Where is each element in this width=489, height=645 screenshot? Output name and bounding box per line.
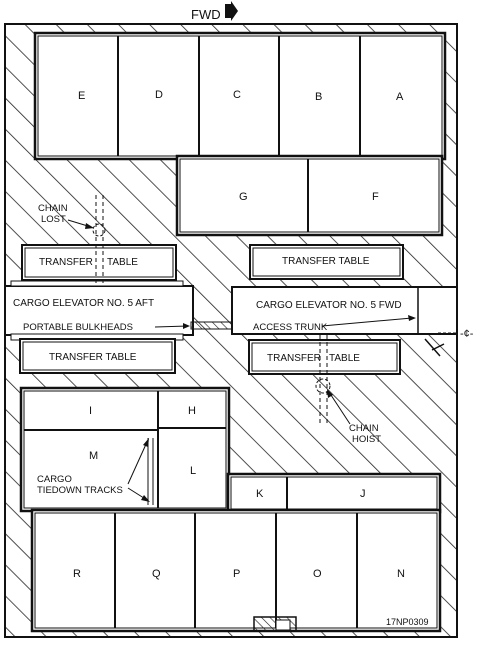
area-label-n: N [397, 568, 405, 580]
second-stowage-block: G F [175, 154, 444, 237]
area-label-c: C [233, 89, 241, 101]
cargo-tiedown-tracks: CARGO TIEDOWN TRACKS [37, 438, 154, 505]
cargo-elevator-fwd: CARGO ELEVATOR NO. 5 FWD ACCESS TRUNK [231, 286, 458, 335]
lower-left-stowage-block: I H M L [19, 386, 231, 513]
lower-right-stowage-block: K J [226, 472, 442, 514]
transfer-table-lower-left-label: TRANSFER TABLE [49, 352, 137, 363]
cargo-elevator-fwd-label: CARGO ELEVATOR NO. 5 FWD [256, 300, 402, 311]
transfer-table-upper-right: TRANSFER TABLE [249, 244, 404, 280]
fwd-arrow-icon [225, 1, 238, 21]
figure-id: 17NP0309 [386, 617, 429, 627]
area-label-q: Q [152, 568, 161, 580]
hatch-access-symbol [253, 616, 297, 632]
access-trunk-label: ACCESS TRUNK [253, 322, 328, 333]
bottom-stowage-block: R Q P O N [30, 508, 442, 633]
area-label-j: J [360, 488, 366, 500]
transfer-table-lower-right-word2: TABLE [329, 353, 360, 364]
transfer-table-upper-left: TRANSFER TABLE [21, 244, 177, 281]
top-stowage-block: E D C B A [33, 31, 447, 161]
area-label-d: D [155, 89, 163, 101]
area-label-h: H [188, 405, 196, 417]
transfer-table-lower-right: TRANSFER TABLE [248, 339, 401, 375]
area-label-p: P [233, 568, 240, 580]
centerline-marker: -¢- [424, 328, 474, 357]
transfer-table-upper-left-word1: TRANSFER [39, 257, 93, 268]
transfer-table-lower-right-word1: TRANSFER [267, 353, 321, 364]
area-label-b: B [315, 91, 322, 103]
chain-lost-label-line1: CHAIN [38, 203, 68, 214]
transfer-table-upper-right-label: TRANSFER TABLE [282, 256, 370, 267]
chain-hoist-label-line2: HOIST [352, 434, 381, 445]
area-label-g: G [239, 191, 248, 203]
area-label-e: E [78, 90, 85, 102]
area-label-o: O [313, 568, 322, 580]
area-label-f: F [372, 191, 379, 203]
chain-hoist-label-line1: CHAIN [349, 423, 379, 434]
cargo-tiedown-tracks-line2: TIEDOWN TRACKS [37, 485, 123, 496]
chain-hoist-post: CHAIN HOIST [315, 335, 381, 445]
area-label-k: K [256, 488, 264, 500]
cargo-elevator-aft-label: CARGO ELEVATOR NO. 5 AFT [13, 298, 154, 309]
transfer-table-upper-left-word2: TABLE [107, 257, 138, 268]
area-label-r: R [73, 568, 81, 580]
transfer-table-lower-left: TRANSFER TABLE [19, 338, 176, 374]
area-label-m: M [89, 450, 98, 462]
centerline-symbol: -¢- [460, 328, 474, 340]
area-label-l: L [190, 465, 196, 477]
area-label-i: I [89, 405, 92, 417]
portable-bulkheads-label: PORTABLE BULKHEADS [23, 322, 133, 333]
cargo-tiedown-tracks-line1: CARGO [37, 474, 72, 485]
area-label-a: A [396, 91, 404, 103]
elevator-aft-upper-rail [10, 280, 184, 287]
chain-lost-post: CHAIN LOST [38, 195, 106, 285]
fwd-label: FWD [191, 7, 221, 22]
chain-lost-label-line2: LOST [41, 214, 66, 225]
